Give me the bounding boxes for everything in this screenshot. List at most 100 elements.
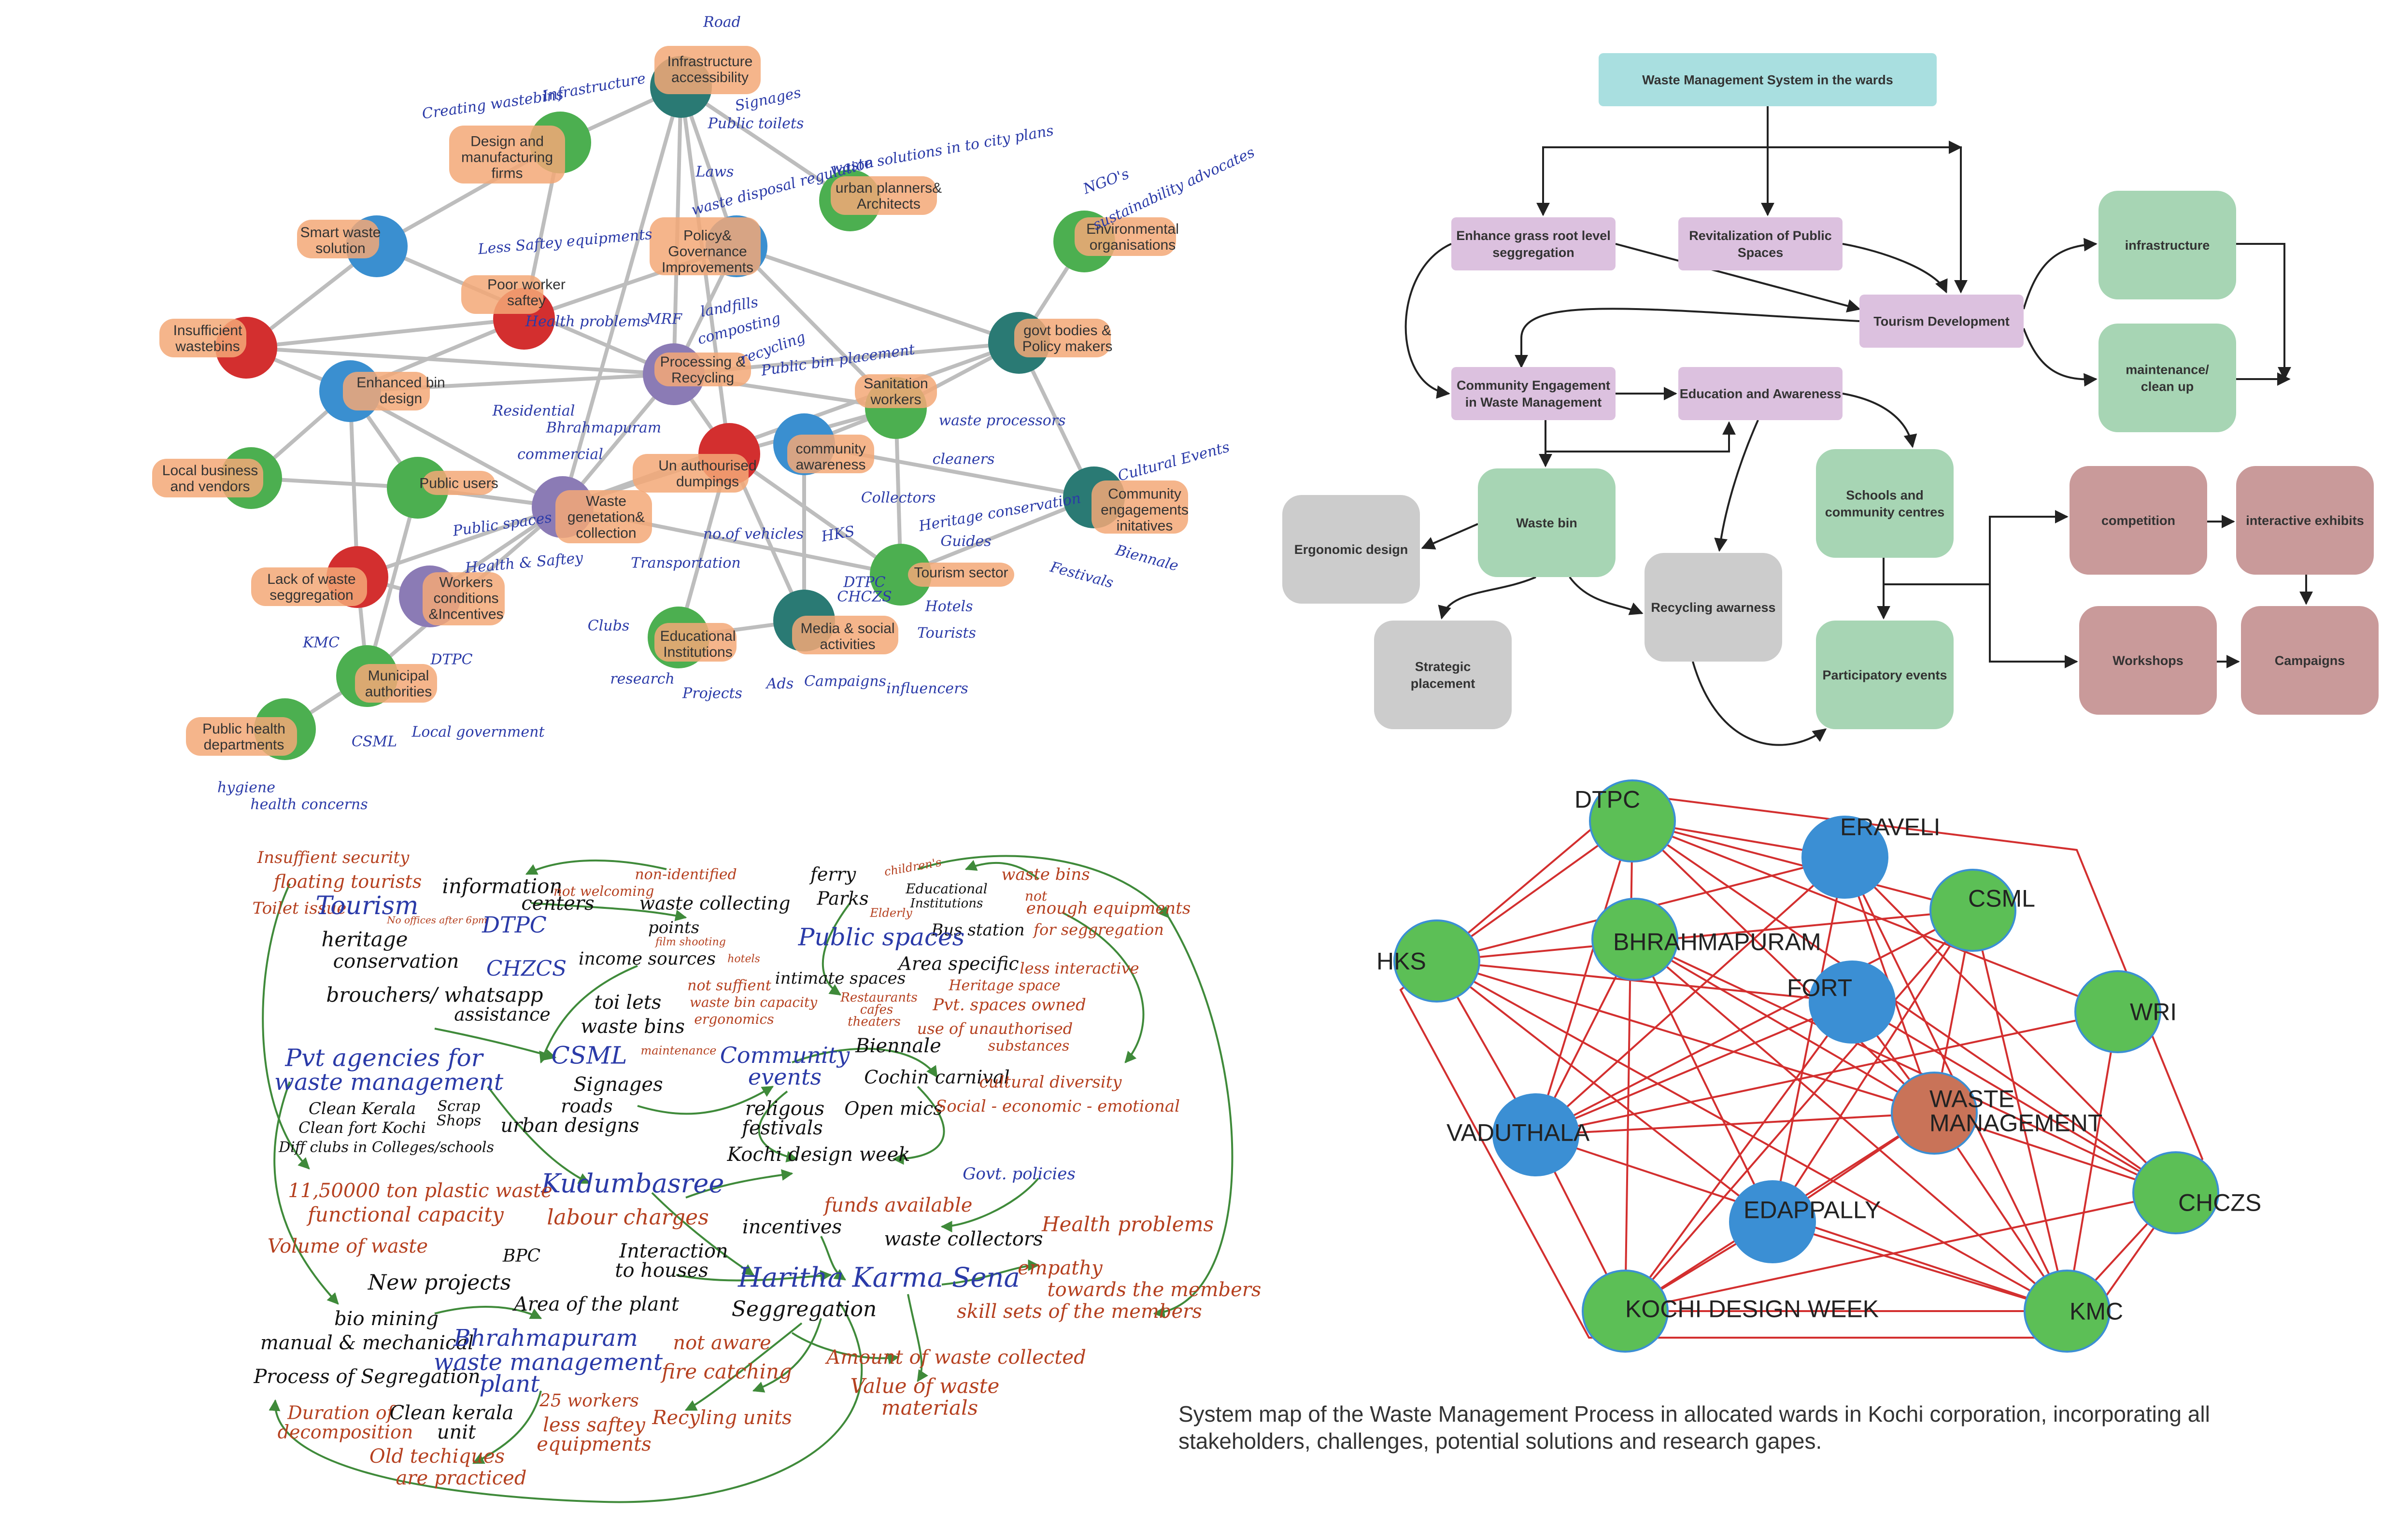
annotation-47: hygiene <box>217 779 275 796</box>
annotation-19: commercial <box>517 446 603 463</box>
edge-unauth-tourism <box>728 452 902 577</box>
mind-word-0: Insuffient security <box>257 848 410 867</box>
annotation-30: Transportation <box>631 555 741 572</box>
mind-word-96: fire catching <box>660 1360 792 1384</box>
mind-word-32: Public spaces <box>798 923 964 951</box>
flow-box-ce <box>1451 367 1616 420</box>
flow-label-tourism: Tourism Development <box>1873 314 2010 328</box>
flow-box-particip <box>1816 621 1954 729</box>
net-edge-csml-edappally <box>1772 909 1974 1223</box>
net-edge-hks-edappally <box>1436 960 1773 1223</box>
tag-processing <box>654 353 751 386</box>
mind-word-34: not <box>1025 888 1048 904</box>
net-node-bhrahma <box>1591 898 1678 981</box>
mind-word-70: Govt. policies <box>963 1164 1076 1184</box>
mind-curve-13 <box>676 1270 832 1282</box>
net-edge-eraveli-edappally <box>1772 857 1846 1222</box>
net-edge-bhrahma-chczs <box>1634 938 2176 1194</box>
flow-box-ea <box>1678 367 1843 420</box>
mind-word-65: festivals <box>740 1117 823 1139</box>
mind-word-44: Pvt. spaces owned <box>932 995 1086 1015</box>
mind-word-10: CHZCS <box>486 956 567 981</box>
mind-curve-9 <box>487 1086 591 1184</box>
mind-word-63: Diff clubs in Colleges/schools <box>278 1139 494 1156</box>
net-edge-dtpc-chczs <box>1631 820 2177 1194</box>
net-edge-wri-kmc <box>2066 1011 2119 1312</box>
annotation-4: Public toilets <box>708 115 804 132</box>
flow-box-recyc <box>1645 553 1782 662</box>
tag-design <box>449 126 565 184</box>
annotation-28: Health & Saftey <box>464 550 584 577</box>
mind-word-6: No offices after 6pm <box>386 914 487 926</box>
flow-label-ergo: Ergonomic design <box>1294 542 1408 557</box>
mind-word-38: Area specific <box>897 953 1019 974</box>
mind-word-101: Duration of <box>287 1402 396 1423</box>
arrow-tourism-ce <box>1515 308 1860 368</box>
mind-curve-7 <box>758 1090 798 1163</box>
arrow-schools-work <box>1989 584 2078 668</box>
net-label-fort: FORT <box>1787 975 1852 1002</box>
mind-curve-25 <box>434 1028 557 1060</box>
mind-word-69: Kudumbasree <box>541 1168 724 1199</box>
node-tourism <box>870 544 932 606</box>
mind-word-66: Open mics <box>844 1098 943 1119</box>
annotation-38: DTPC <box>430 651 472 668</box>
net-label-dtpc: DTPC <box>1574 786 1640 813</box>
annotation-46: CSML <box>352 734 397 750</box>
mind-curve-19 <box>273 1081 339 1305</box>
annotation-31: HKS <box>820 523 856 546</box>
mind-word-99: materials <box>881 1396 978 1420</box>
annotation-21: cleaners <box>933 451 995 468</box>
mind-word-13: non-identified <box>635 866 737 883</box>
annotation-35: Tourists <box>917 625 976 642</box>
mind-curve-11 <box>940 1177 1039 1232</box>
annotation-0: Road <box>703 14 741 31</box>
mind-word-35: enough equipments <box>1026 899 1191 918</box>
tag-publicusers <box>423 471 495 495</box>
mind-word-48: waste management <box>274 1069 504 1096</box>
tag-urban <box>831 176 937 215</box>
net-edge-hks-fort <box>1436 960 1853 1003</box>
mind-word-40: Restaurants <box>840 990 917 1005</box>
edge-poor-insuff <box>246 317 525 350</box>
mind-word-1: floating tourists <box>272 871 422 892</box>
flowchart: Waste Management System in the wardsEnha… <box>1282 53 2379 746</box>
arrow-grass-ce <box>1404 243 1452 399</box>
annotation-6: Laws <box>695 164 734 181</box>
net-hull <box>1399 793 2204 1339</box>
annotation-9: sustainability advocates <box>1090 144 1257 234</box>
tag-unauth <box>633 454 749 493</box>
annotation-40: research <box>610 671 675 688</box>
mind-curve-16 <box>752 1318 822 1393</box>
tag-workers <box>423 572 505 625</box>
mind-curve-14 <box>651 1192 754 1276</box>
flow-box-wms <box>1599 53 1937 106</box>
mind-word-79: Interaction <box>619 1240 728 1262</box>
mind-curve-12 <box>820 1236 846 1281</box>
mind-word-22: waste bin capacity <box>690 994 818 1010</box>
net-edge-eraveli-chczs <box>1844 856 2177 1194</box>
net-label-vaduthala: VADUTHALA <box>1446 1119 1590 1146</box>
mind-word-37: intimate spaces <box>775 969 906 988</box>
mind-curve-3 <box>822 902 851 996</box>
arrow-wastebin-recyc <box>1569 576 1644 615</box>
arrow-wastebin-strat <box>1438 576 1536 620</box>
net-edge-hks-waste <box>1436 960 1935 1114</box>
mind-word-50: maintenance <box>641 1044 717 1057</box>
flow-box-revital <box>1678 217 1843 270</box>
flow-label-recyc: Recycling awarness <box>1651 600 1775 615</box>
flow-label-wms: Waste Management System in the wards <box>1642 72 1893 87</box>
tag-local <box>152 459 263 497</box>
mind-curve-0 <box>262 883 310 1170</box>
